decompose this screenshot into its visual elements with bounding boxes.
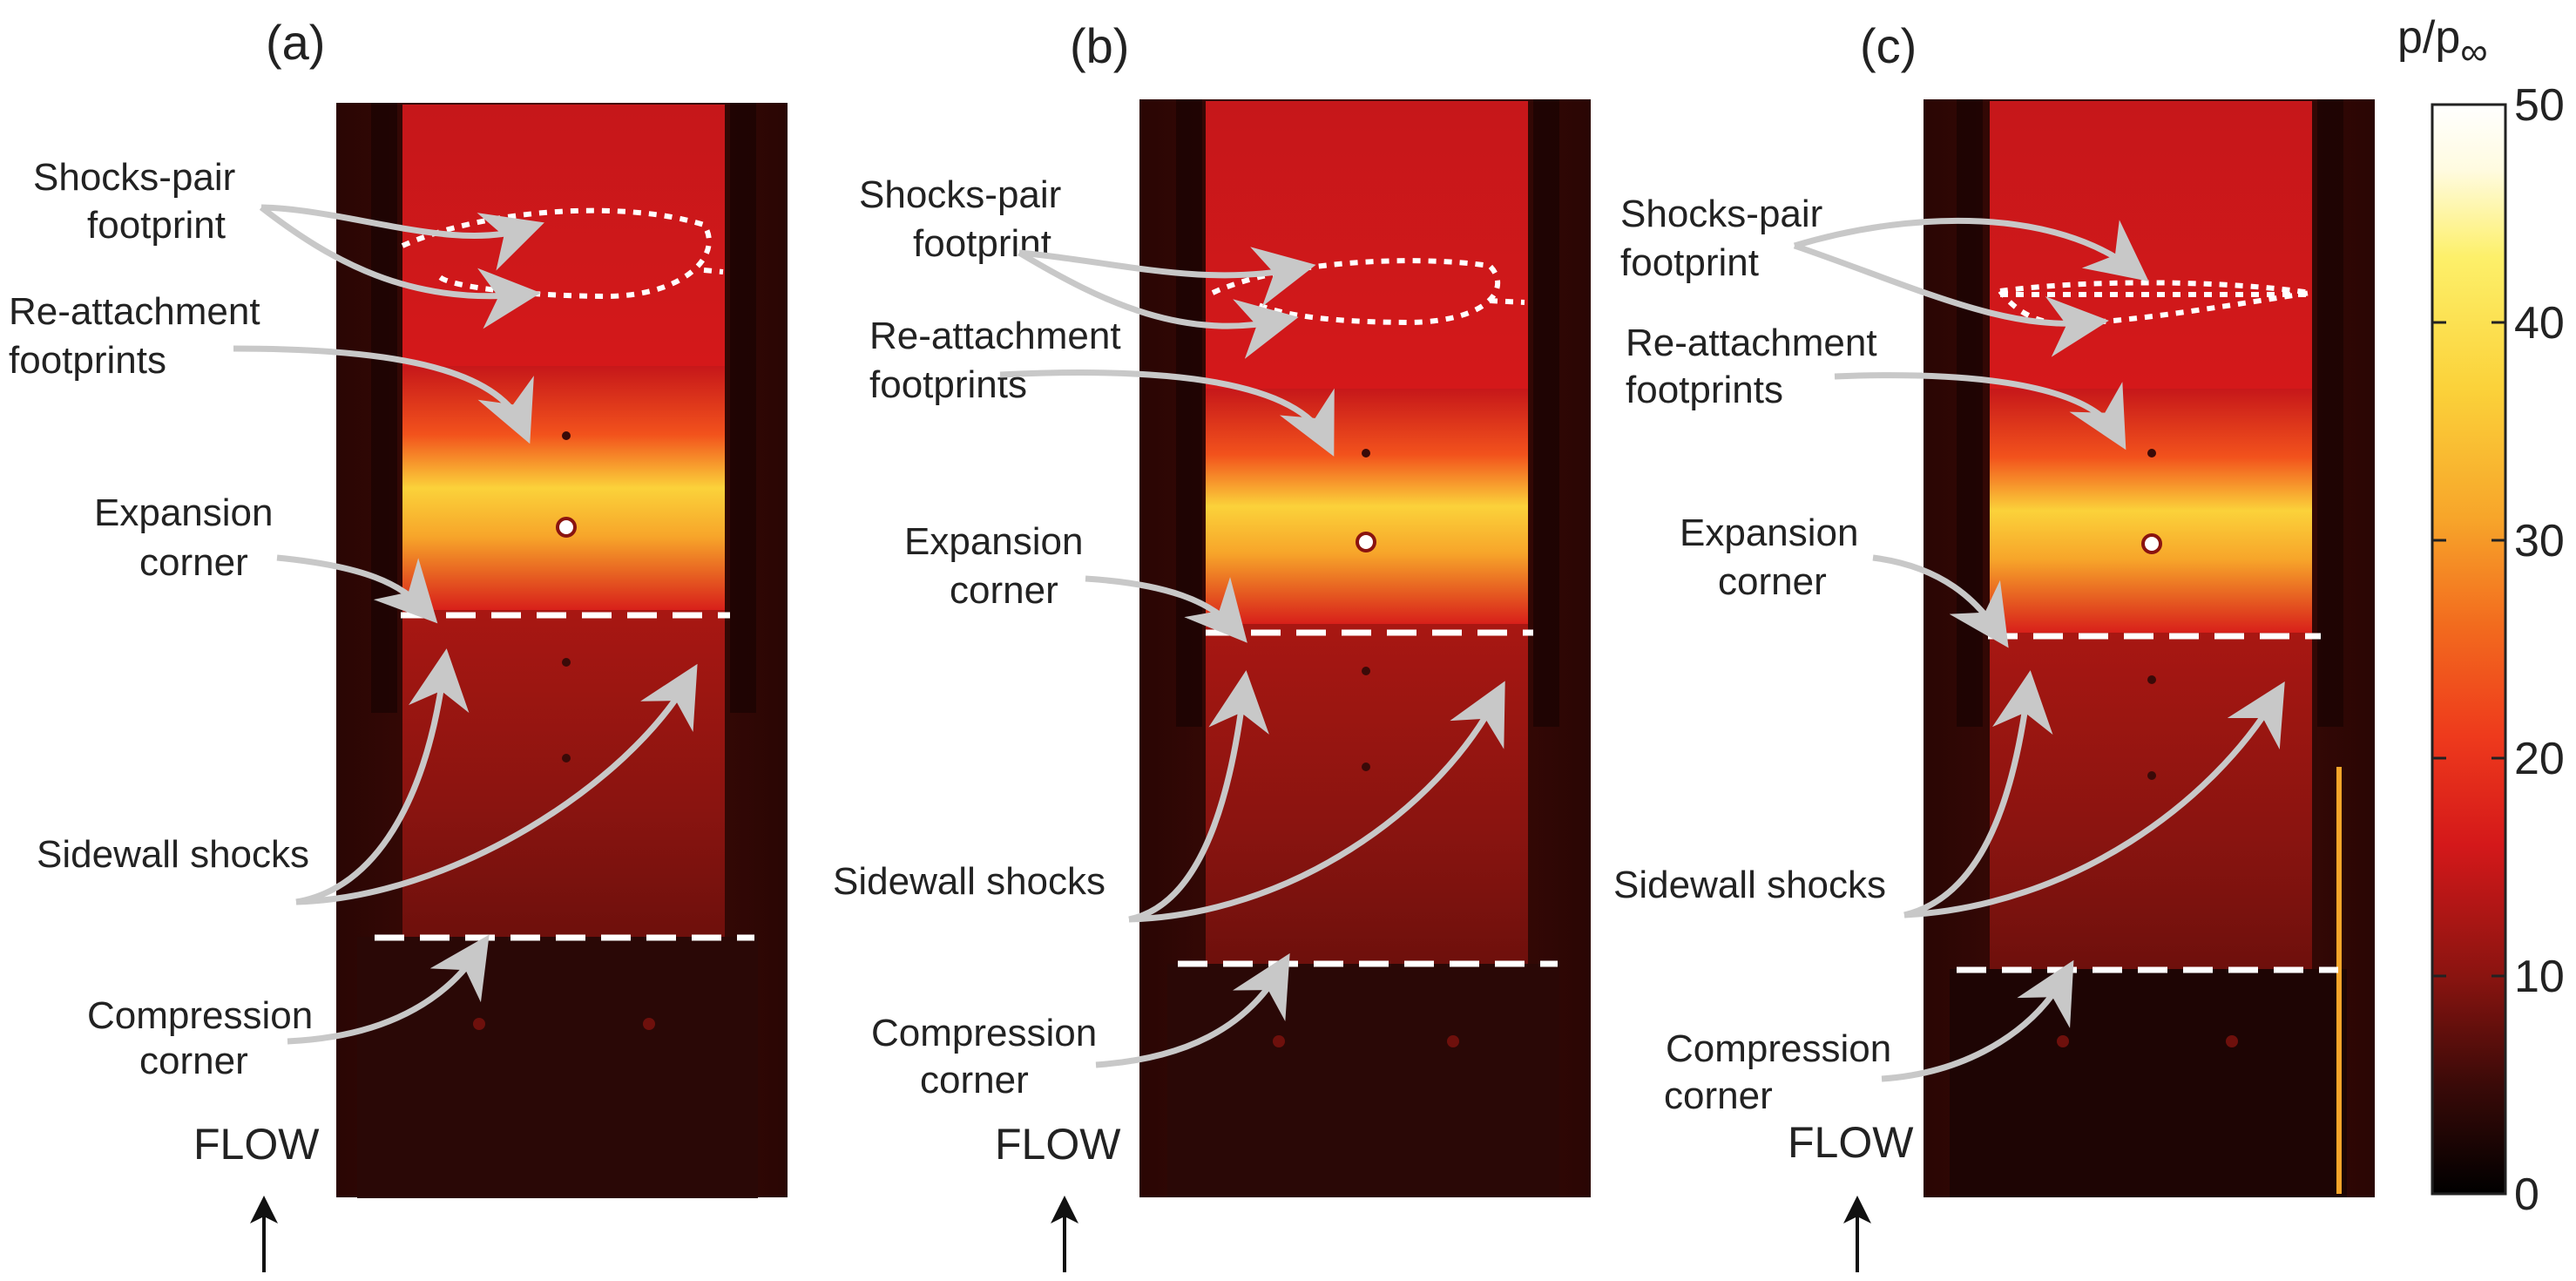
flow-label: FLOW	[1788, 1118, 1914, 1167]
shocks-pair-label: Shocks-pair footprint	[859, 173, 1072, 265]
reattachment-label: Re-attachment footprints	[1626, 322, 1888, 411]
panel-label: (a)	[266, 15, 325, 70]
colorbar-tick-label: 40	[2514, 298, 2565, 349]
expansion-label: Expansion corner	[904, 520, 1094, 612]
panel-a: (a) Shocks-pair footprint Re-attachment	[9, 15, 788, 1272]
colorbar-tick-label: 50	[2514, 80, 2565, 131]
compression-label: Compression corner	[87, 994, 323, 1082]
annotation-arrows	[1793, 217, 2285, 1082]
pressure-map	[336, 103, 788, 1198]
colorbar-tick-label: 10	[2514, 952, 2565, 1002]
compression-label: Compression corner	[871, 1012, 1107, 1101]
pressure-map	[1139, 99, 1591, 1197]
panel-c: (c) Shocks-pair footprint Re-attachmen	[1613, 18, 2375, 1272]
shocks-pair-label: Shocks-pair footprint	[1620, 193, 1834, 284]
colorbar-gradient	[2431, 103, 2507, 1196]
colorbar: p/p∞ 0 10 20 30 40 50	[2397, 12, 2565, 1220]
reattachment-label: Re-attachment footprints	[9, 290, 271, 382]
expansion-label: Expansion corner	[94, 491, 284, 584]
annotation-arrows	[999, 247, 1505, 1068]
colorbar-tick-label: 30	[2514, 516, 2565, 566]
flow-label: FLOW	[995, 1120, 1121, 1169]
expansion-label: Expansion corner	[1680, 512, 1869, 603]
annotation-arrows	[233, 204, 698, 1045]
panel-label: (c)	[1860, 18, 1917, 73]
pressure-map	[1924, 99, 2375, 1197]
sidewall-label: Sidewall shocks	[833, 860, 1105, 903]
panel-b: (b) Shocks-pair footprint Re-attachment	[833, 18, 1591, 1272]
colorbar-tick-label: 20	[2514, 734, 2565, 784]
sidewall-label: Sidewall shocks	[1613, 864, 1886, 906]
reattachment-label: Re-attachment footprints	[869, 315, 1132, 406]
sidewall-label: Sidewall shocks	[37, 833, 309, 876]
flow-label: FLOW	[193, 1120, 320, 1169]
colorbar-tick-label: 0	[2514, 1169, 2539, 1220]
shocks-pair-label: Shocks-pair footprint	[33, 156, 247, 247]
colorbar-ticks: 0 10 20 30 40 50	[2432, 80, 2565, 1220]
compression-label: Compression corner	[1664, 1027, 1902, 1117]
shocks-pair-outline	[1211, 258, 1501, 326]
colorbar-title: p/p∞	[2397, 12, 2488, 73]
panel-label: (b)	[1070, 18, 1129, 73]
